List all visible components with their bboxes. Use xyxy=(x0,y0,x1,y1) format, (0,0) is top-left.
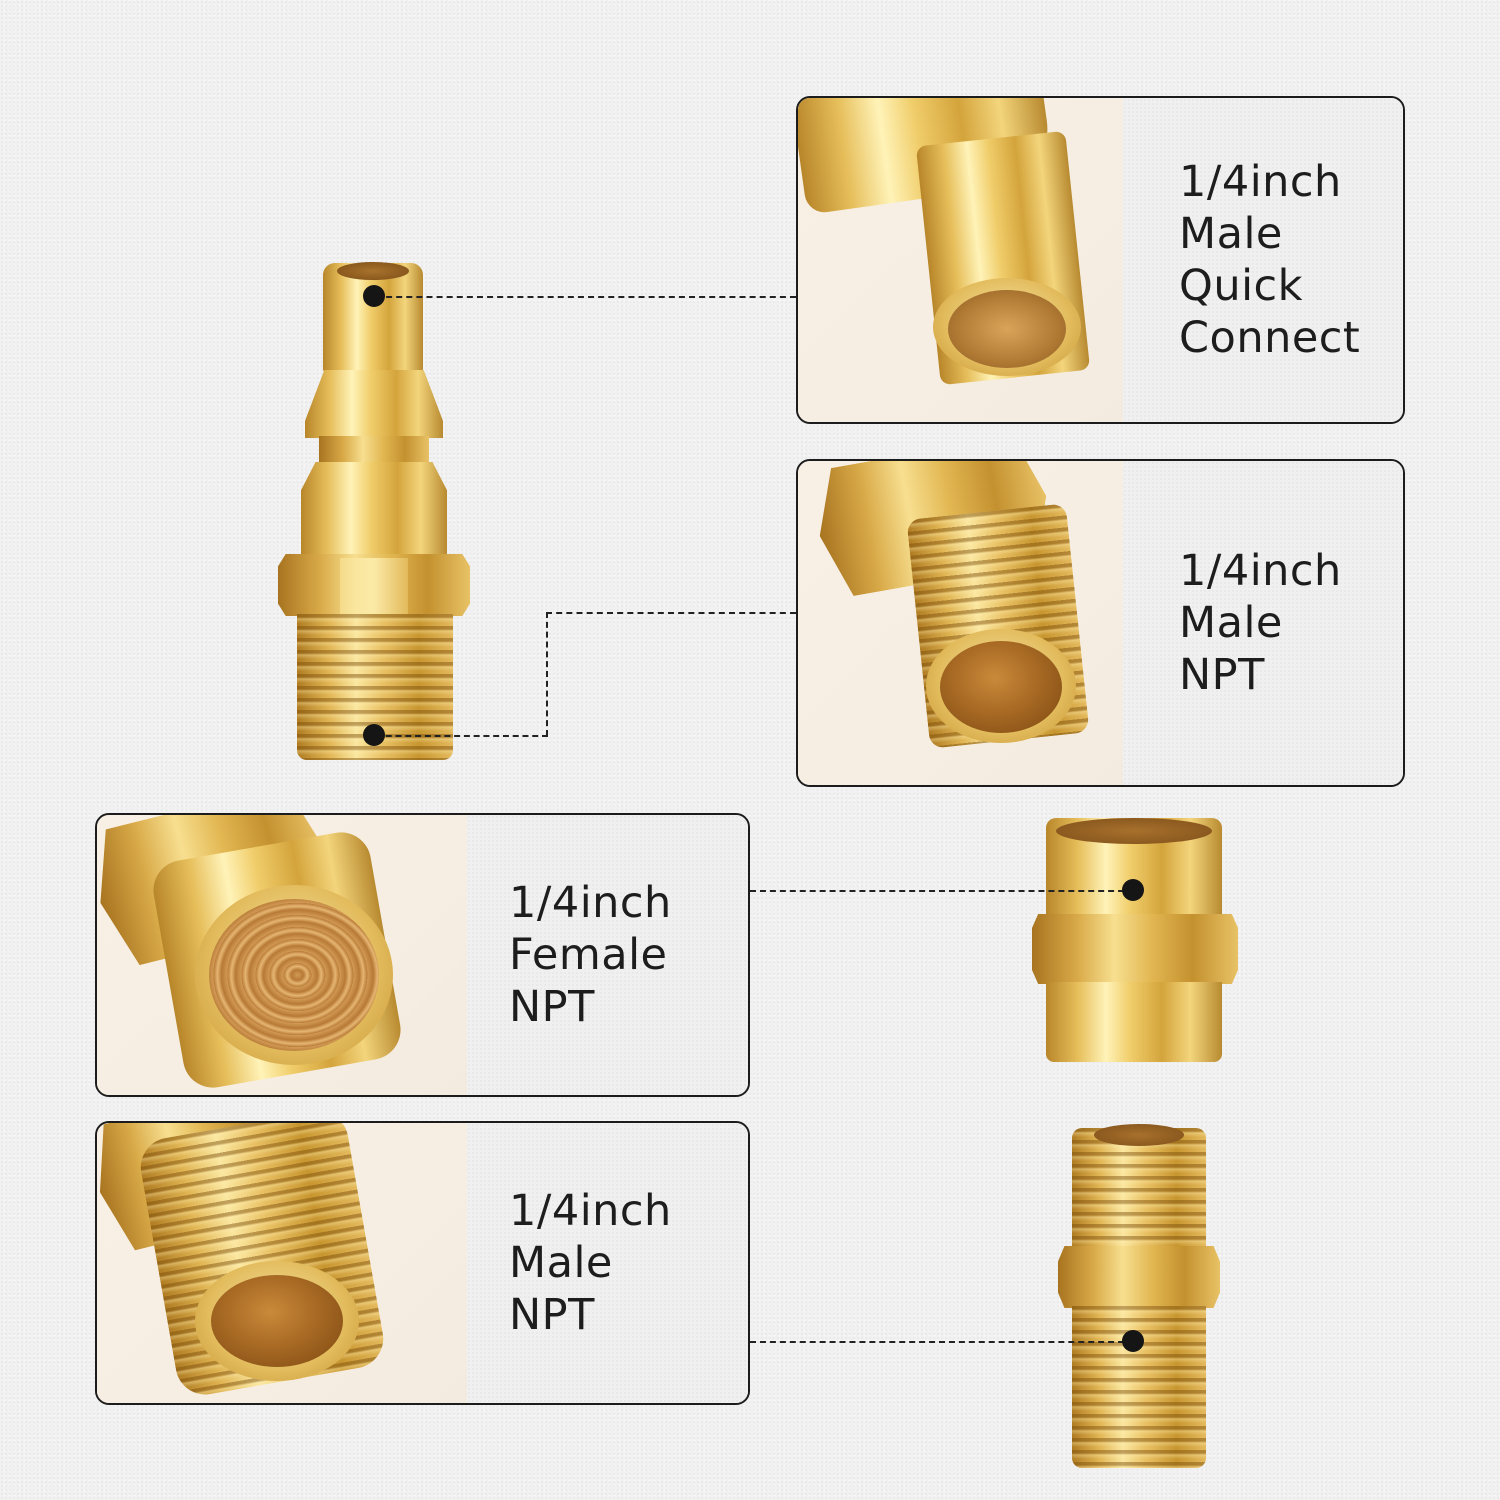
leader-line-quick-connect xyxy=(376,296,796,298)
coupling-bore xyxy=(1056,818,1212,844)
gender-text: Male xyxy=(509,1238,613,1288)
callout-card-male-npt-top: 1/4inch Male NPT xyxy=(796,459,1405,787)
closeup-tube-bore xyxy=(948,290,1066,368)
size-text: 1/4inch xyxy=(1179,157,1342,207)
leader-line-male-npt-top-segment xyxy=(546,612,796,614)
size-text: 1/4inch xyxy=(509,878,672,928)
product-quick-connect-plug xyxy=(275,258,475,768)
leader-line-male-npt-nipple xyxy=(750,1341,1134,1343)
callout-card-female-npt: 1/4inch Female NPT xyxy=(95,813,750,1097)
coupling-hex xyxy=(1032,914,1238,984)
size-text: 1/4inch xyxy=(509,1186,672,1236)
product-female-coupling xyxy=(1030,810,1250,1070)
size-text: 1/4inch xyxy=(1179,546,1342,596)
callout-label: 1/4inch Female NPT xyxy=(467,815,748,1095)
marker-dot-male-npt xyxy=(363,724,385,746)
plug-tip-bore xyxy=(337,262,409,280)
leader-line-male-npt-vertical xyxy=(546,612,548,736)
marker-dot-female-npt xyxy=(1122,879,1144,901)
type-text-2: Connect xyxy=(1179,313,1361,363)
closeup-photo-female-npt xyxy=(97,815,467,1095)
callout-label: 1/4inch Male Quick Connect xyxy=(1123,98,1403,422)
plug-collar-upper xyxy=(305,370,443,438)
plug-hex-facet xyxy=(340,558,408,614)
plug-tip xyxy=(323,263,423,373)
type-text: NPT xyxy=(509,1290,595,1340)
closeup-female-thread-bore xyxy=(209,899,379,1051)
callout-label: 1/4inch Male NPT xyxy=(467,1123,748,1403)
coupling-lower-body xyxy=(1046,982,1222,1062)
gender-text: Male xyxy=(1179,209,1283,259)
gender-text: Male xyxy=(1179,598,1283,648)
closeup-bore xyxy=(211,1275,343,1367)
nipple-bore xyxy=(1094,1124,1184,1146)
closeup-bore xyxy=(940,641,1062,733)
plug-collar-lower xyxy=(301,462,447,556)
callout-card-male-quick-connect: 1/4inch Male Quick Connect xyxy=(796,96,1405,424)
callout-card-male-npt-bottom: 1/4inch Male NPT xyxy=(95,1121,750,1405)
type-text: NPT xyxy=(509,982,595,1032)
marker-dot-quick-connect xyxy=(363,285,385,307)
plug-groove xyxy=(319,436,429,464)
leader-line-male-npt-bottom-segment xyxy=(376,735,548,737)
product-hex-nipple xyxy=(1050,1110,1230,1480)
nipple-lower-thread xyxy=(1072,1306,1206,1468)
closeup-photo-quick-connect xyxy=(798,98,1123,422)
type-text: NPT xyxy=(1179,650,1265,700)
callout-label: 1/4inch Male NPT xyxy=(1123,461,1403,785)
closeup-photo-male-npt-nipple xyxy=(97,1123,467,1403)
nipple-hex xyxy=(1058,1246,1220,1308)
type-text: Quick xyxy=(1179,261,1304,311)
leader-line-female-npt xyxy=(750,890,1134,892)
closeup-photo-male-npt xyxy=(798,461,1123,785)
nipple-upper-thread xyxy=(1072,1128,1206,1248)
gender-text: Female xyxy=(509,930,668,980)
marker-dot-male-npt-nipple xyxy=(1122,1330,1144,1352)
